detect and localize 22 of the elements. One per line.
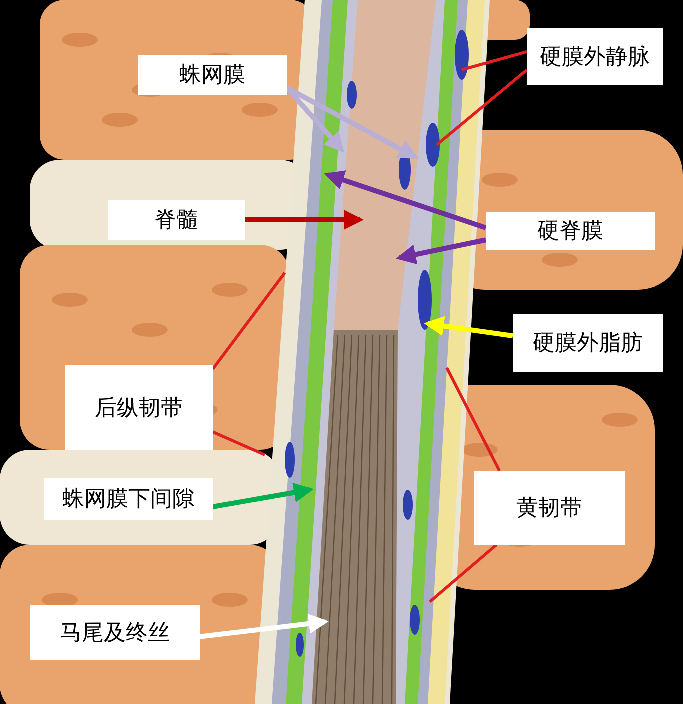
leader-line [436, 69, 528, 146]
leader-line [462, 50, 528, 72]
arrow [286, 86, 419, 160]
arrow [396, 238, 487, 265]
arrow [324, 170, 487, 230]
label-box: 蛛网膜下间隙 [44, 478, 213, 520]
label-box: 黄韧带 [474, 471, 625, 545]
label-box: 脊髓 [108, 200, 245, 240]
arrow [245, 210, 364, 230]
label-box: 硬脊膜 [486, 212, 655, 250]
leader-line [212, 272, 286, 370]
leader-line [446, 367, 501, 472]
leader-line [429, 544, 498, 604]
label-box: 马尾及终丝 [30, 605, 200, 660]
arrow [212, 482, 314, 510]
leader-line [212, 430, 266, 456]
arrow [200, 614, 329, 640]
label-box: 硬膜外静脉 [527, 28, 663, 85]
label-box: 蛛网膜 [138, 55, 287, 95]
label-box: 硬膜外脂肪 [513, 314, 663, 372]
arrow [424, 316, 514, 339]
label-box: 后纵韧带 [65, 365, 213, 450]
